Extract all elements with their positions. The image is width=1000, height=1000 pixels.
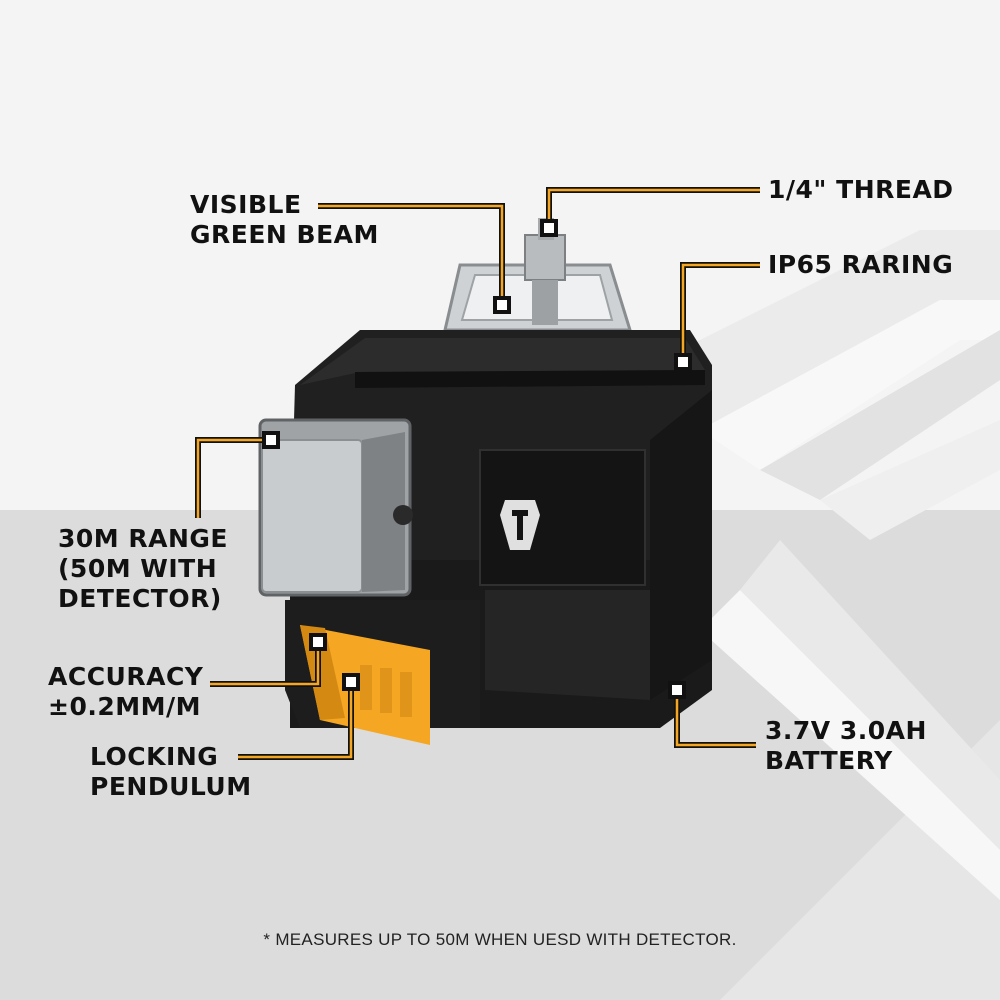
callout-pendulum-line1: LOCKING [90, 742, 219, 771]
callout-range: 30M RANGE (50M WITH DETECTOR) [58, 524, 228, 614]
callout-range-line1: 30M RANGE [58, 524, 228, 553]
node-green-beam [493, 296, 511, 314]
callout-thread-line1: 1/4" THREAD [768, 175, 954, 204]
callout-green-beam-line2: GREEN BEAM [190, 220, 379, 249]
callout-green-beam-line1: VISIBLE [190, 190, 302, 219]
callout-ip65: IP65 RARING [768, 250, 953, 280]
node-range [262, 431, 280, 449]
callout-pendulum-line2: PENDULUM [90, 772, 252, 801]
logo-emblem-icon [500, 500, 540, 550]
node-battery [668, 681, 686, 699]
callout-battery-line1: 3.7V 3.0AH [765, 716, 927, 745]
callout-range-line3: DETECTOR) [58, 584, 222, 613]
node-ip65 [674, 353, 692, 371]
callout-accuracy-line1: ACCURACY [48, 662, 204, 691]
node-thread [540, 219, 558, 237]
callout-pendulum: LOCKING PENDULUM [90, 742, 252, 802]
node-accuracy [309, 633, 327, 651]
callout-thread: 1/4" THREAD [768, 175, 954, 205]
callout-green-beam: VISIBLE GREEN BEAM [190, 190, 379, 250]
footnote: * MEASURES UP TO 50M WHEN UESD WITH DETE… [263, 930, 737, 949]
callout-battery: 3.7V 3.0AH BATTERY [765, 716, 927, 776]
node-pendulum [342, 673, 360, 691]
callout-accuracy: ACCURACY ±0.2MM/M [48, 662, 203, 722]
callout-battery-line2: BATTERY [765, 746, 893, 775]
callout-accuracy-line2: ±0.2MM/M [48, 692, 201, 721]
callout-range-line2: (50M WITH [58, 554, 218, 583]
callout-ip65-line1: IP65 RARING [768, 250, 954, 279]
